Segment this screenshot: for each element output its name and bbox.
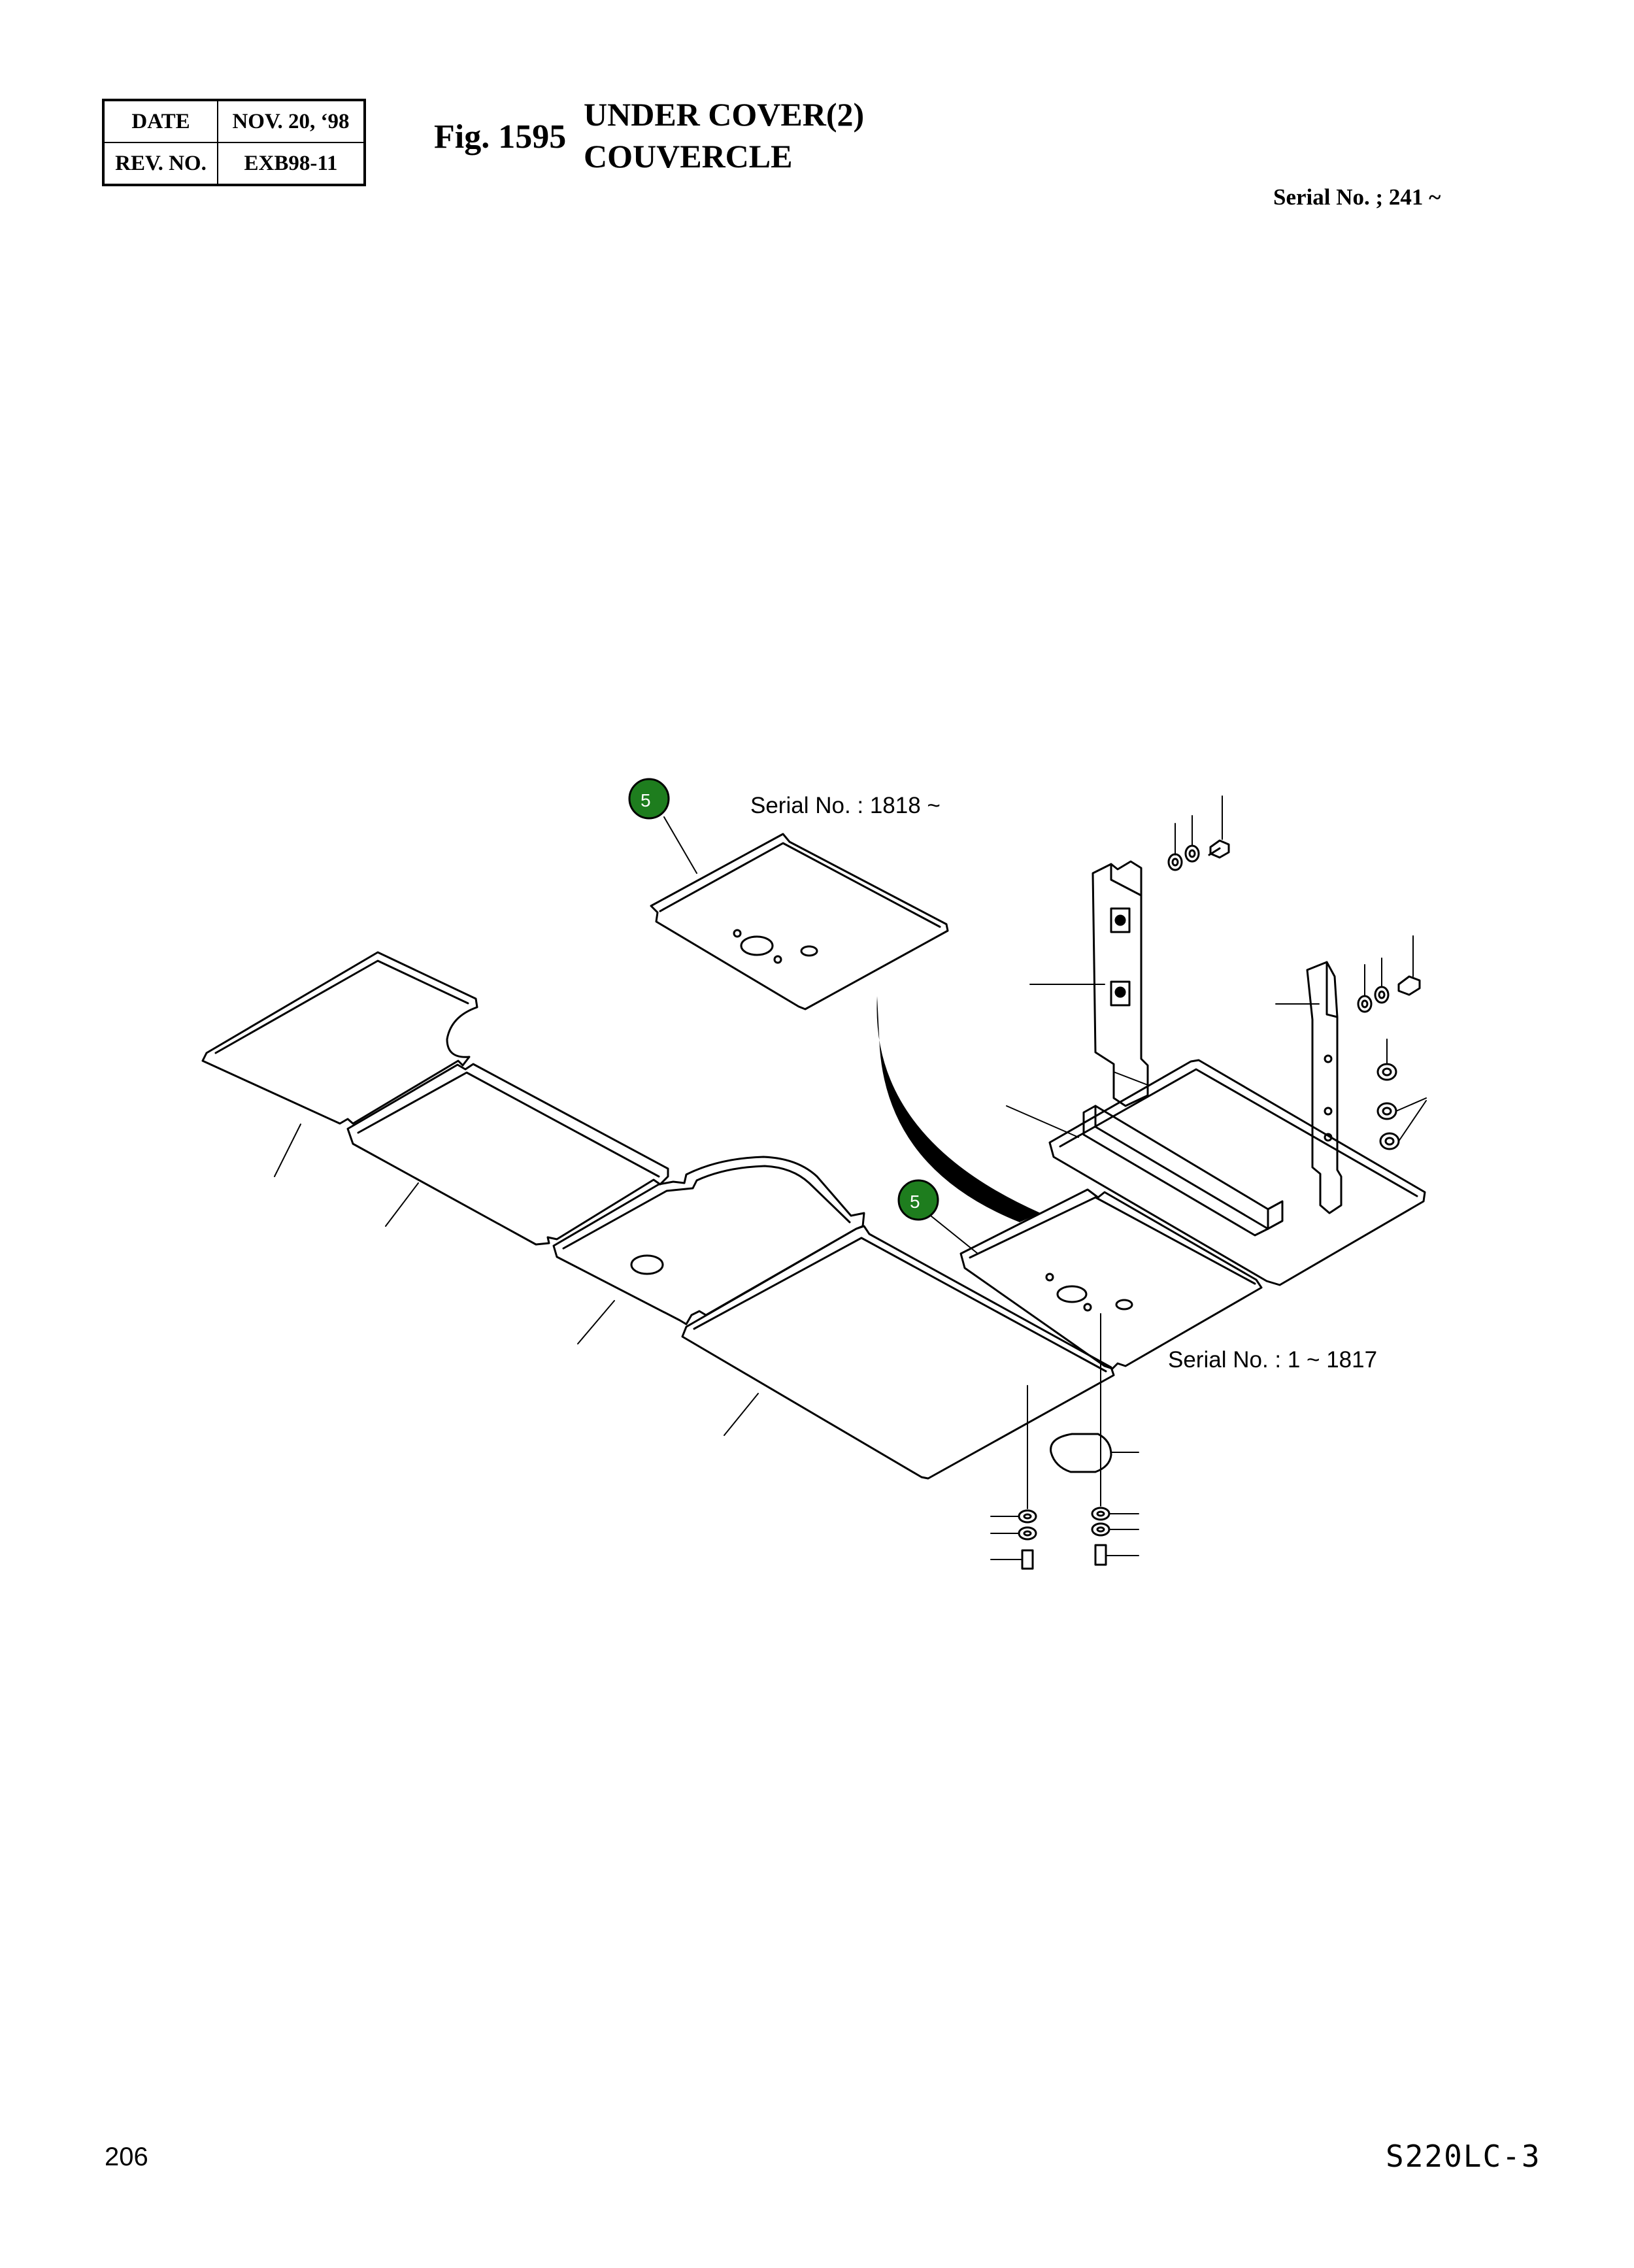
under-cover-panel-right-lower — [959, 1188, 1263, 1370]
replacement-arrow — [876, 996, 1041, 1222]
page-number: 206 — [105, 2143, 148, 2171]
serial-label-lower: Serial No. : 1 ~ 1817 — [1168, 1347, 1377, 1373]
callout-5-upper-label: 5 — [641, 790, 651, 810]
vertical-bracket-right — [1306, 961, 1342, 1214]
title-french: COUVERCLE — [584, 138, 793, 175]
inspection-cover — [1050, 1433, 1112, 1473]
serial-range: Serial No. ; 241 ~ — [1273, 184, 1441, 210]
vertical-bracket-left — [1092, 860, 1149, 1107]
leader-lines — [274, 795, 1427, 1560]
bracket-base-plate — [1048, 1059, 1426, 1286]
under-cover-panel-third — [552, 1156, 865, 1326]
figure-number: Fig. 1595 — [434, 118, 567, 156]
rev-value: EXB98-11 — [217, 142, 365, 186]
date-value: NOV. 20, ‘98 — [217, 99, 365, 143]
fasteners-upper-right — [1357, 975, 1421, 1013]
under-cover-panel-second — [346, 1063, 669, 1246]
under-cover-panel-upper — [650, 833, 949, 1010]
rev-label: REV. NO. — [103, 142, 218, 186]
revision-table: DATE NOV. 20, ‘98 REV. NO. EXB98-11 — [102, 99, 366, 186]
date-label: DATE — [103, 99, 218, 143]
fasteners-upper-left — [1167, 839, 1230, 871]
lower-fasteners — [1018, 1507, 1110, 1570]
nuts-right-bracket — [1376, 1063, 1400, 1150]
under-cover-panel-fourth — [681, 1225, 1115, 1480]
under-cover-panel-front-left — [201, 951, 478, 1125]
callout-5-upper: 5 — [628, 778, 670, 820]
model-code: S220LC-3 — [1386, 2139, 1541, 2174]
support-beam — [1082, 1105, 1284, 1237]
callout-5-lower-label: 5 — [910, 1192, 920, 1212]
serial-label-upper: Serial No. : 1818 ~ — [750, 793, 941, 818]
title-english: UNDER COVER(2) — [584, 96, 865, 133]
callout-5-lower: 5 — [897, 1179, 939, 1221]
